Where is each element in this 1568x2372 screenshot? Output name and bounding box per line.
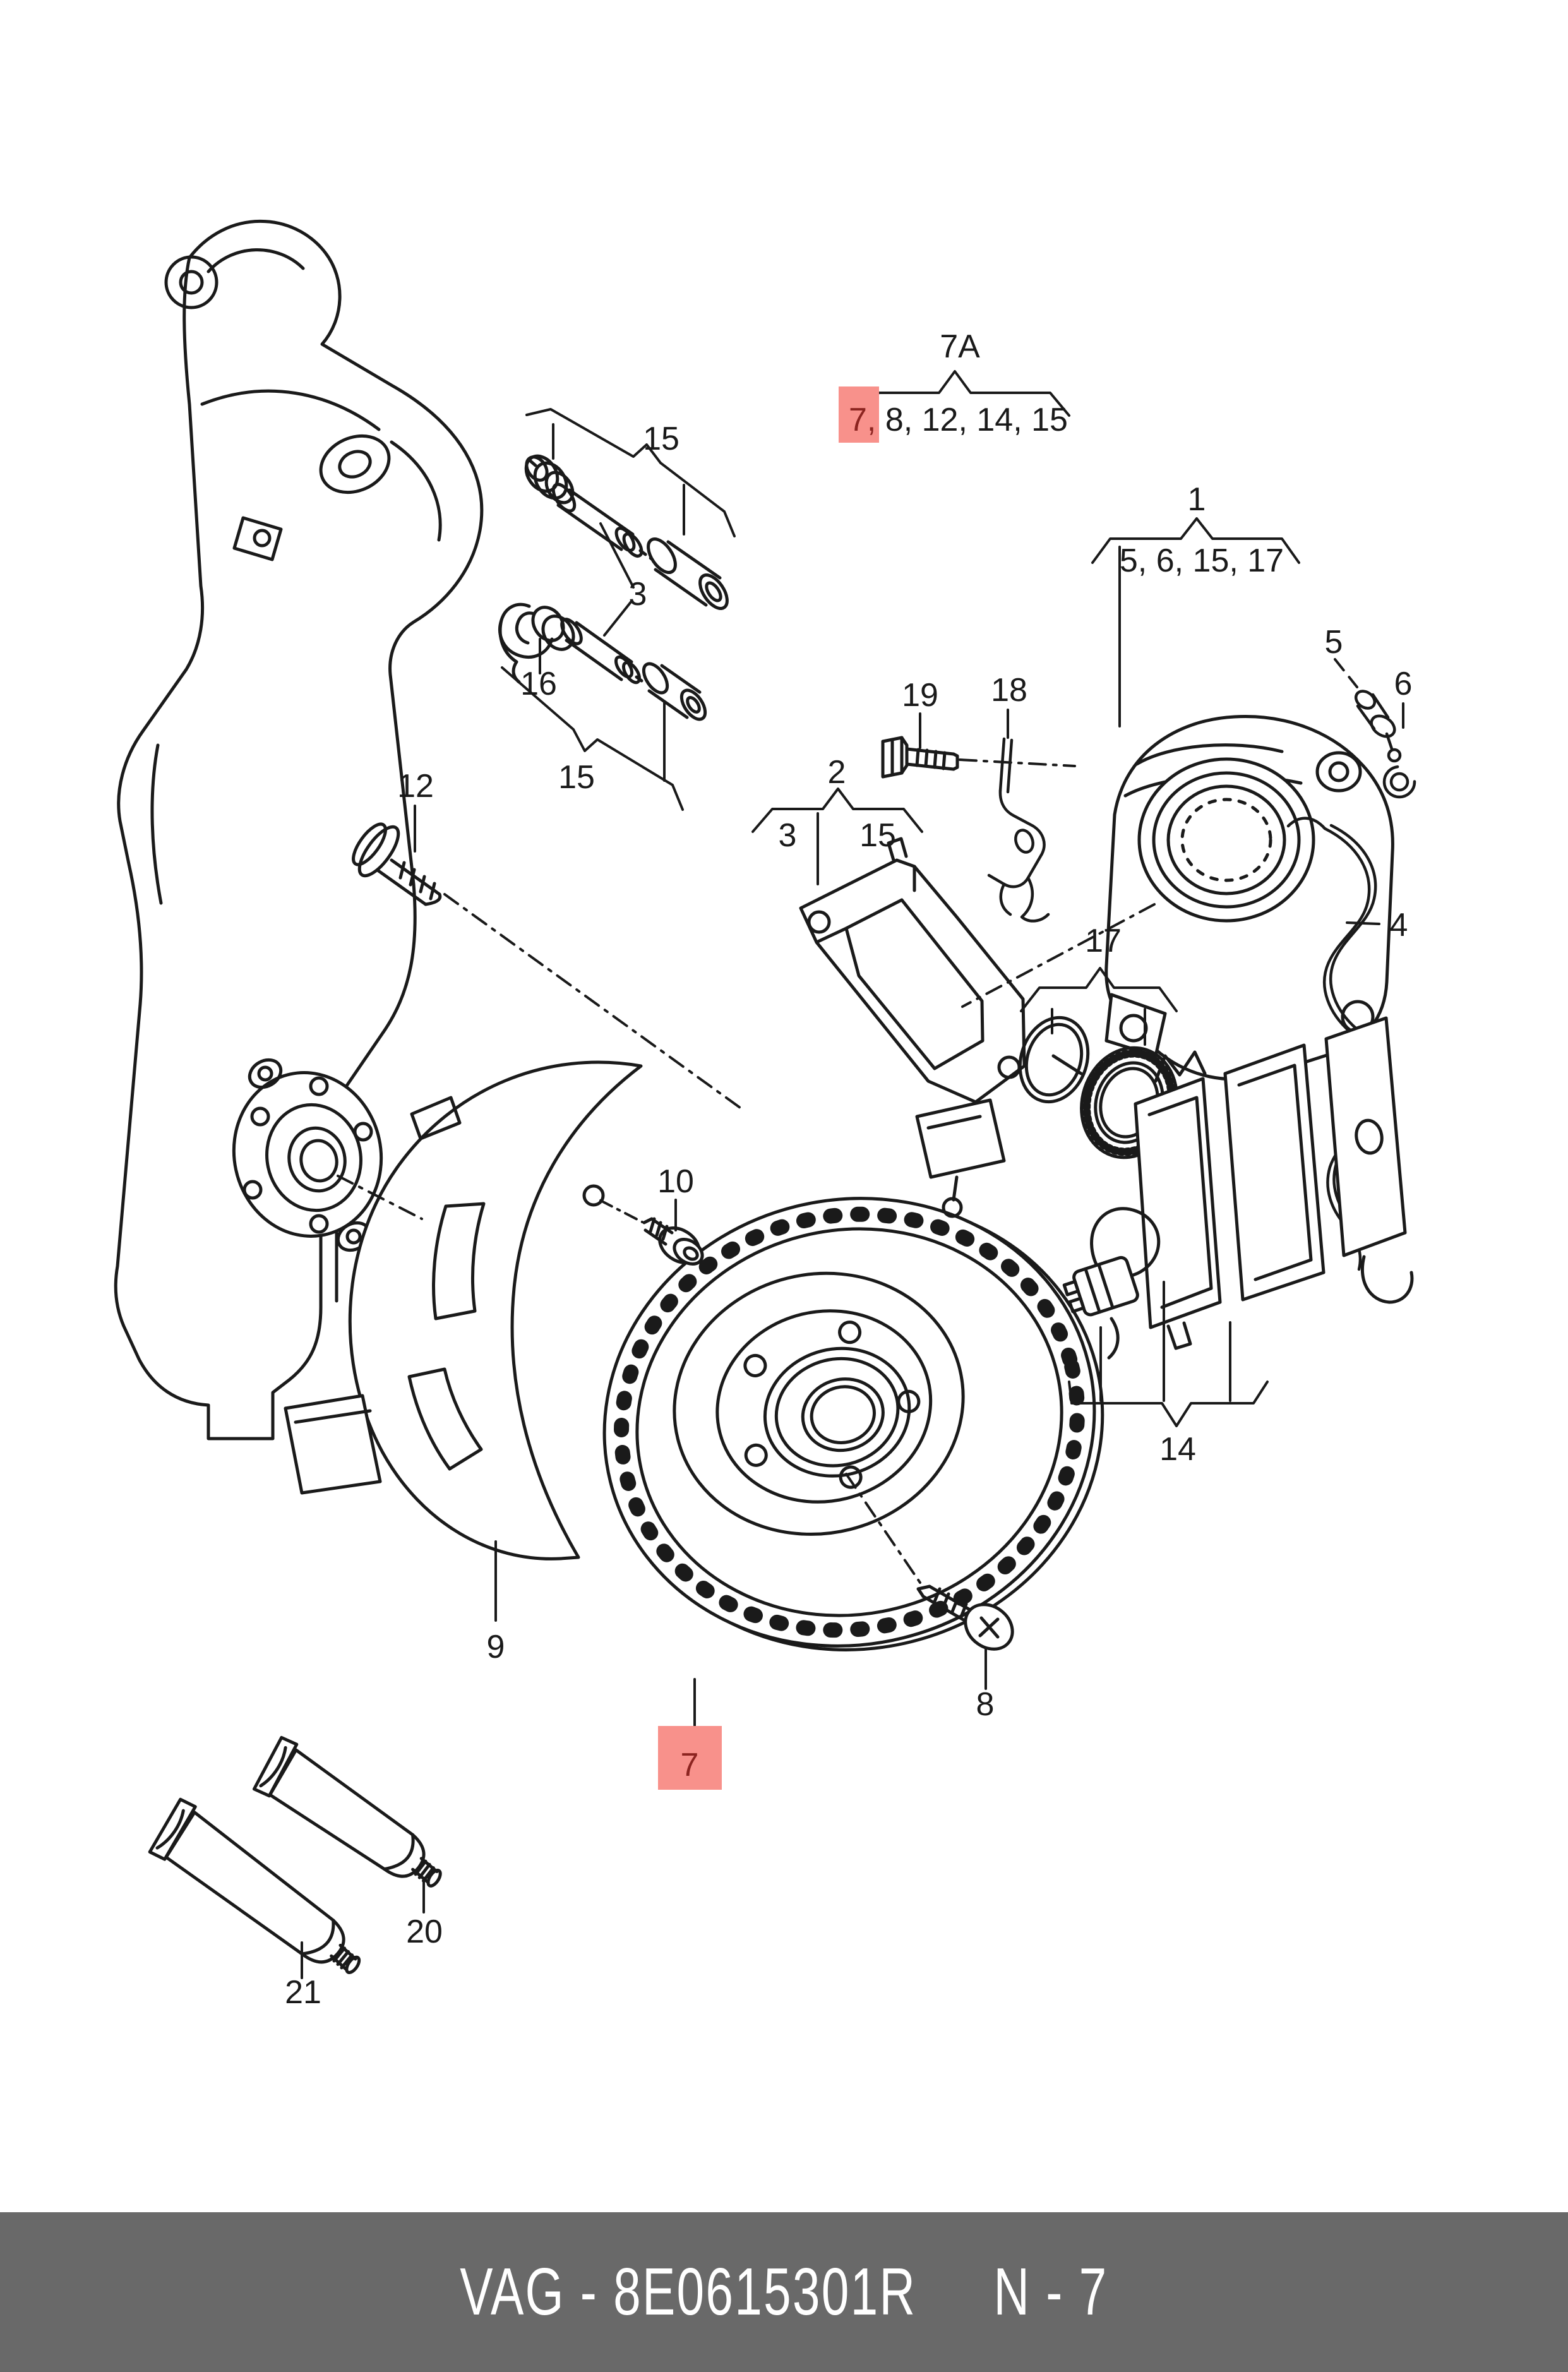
grease-tube-21-drawing — [148, 1797, 361, 1974]
bracket-14 — [1068, 1381, 1269, 1427]
screw-8-drawing — [916, 1584, 1014, 1651]
callout-19: 19 — [902, 677, 938, 714]
callout-5: 5 — [1325, 624, 1343, 661]
brake-disc-drawing — [602, 1197, 1104, 1651]
callout-9: 9 — [487, 1629, 505, 1665]
bracket-17 — [1020, 967, 1178, 1012]
page-reference: N - 7 — [993, 2255, 1108, 2329]
brake-pads-drawing — [1062, 1016, 1414, 1360]
bracket-15-mid — [501, 666, 684, 811]
bracket-18-drawing — [987, 737, 1050, 923]
grease-tube-20-drawing — [252, 1735, 442, 1888]
guide-pin-upper-drawing — [524, 454, 729, 610]
callout-12: 12 — [397, 768, 434, 805]
callout-21: 21 — [285, 1974, 321, 2011]
bolt-19-drawing — [881, 736, 959, 779]
highlight-box-7 — [658, 1726, 722, 1790]
callout-15-carrier: 15 — [859, 817, 896, 854]
callout-4: 4 — [1390, 907, 1408, 943]
footer-text: VAG - 8E0615301R N - 7 — [460, 2254, 1108, 2330]
callout-8: 8 — [976, 1686, 995, 1723]
callout-18: 18 — [991, 672, 1027, 709]
highlight-box-group-row — [839, 386, 879, 443]
callout-15-mid: 15 — [558, 759, 595, 796]
part-number: VAG - 8E0615301R — [460, 2255, 917, 2329]
callout-7: 7 — [681, 1747, 699, 1783]
footer-bar: VAG - 8E0615301R N - 7 — [0, 2212, 1568, 2372]
bracket-2 — [751, 788, 923, 833]
leader-lines — [301, 370, 1404, 1979]
callout-17: 17 — [1085, 923, 1122, 959]
bracket-1 — [1091, 517, 1300, 564]
callout-1-items: 5, 6, 15, 17 — [1120, 542, 1284, 579]
callout-16: 16 — [520, 666, 557, 702]
splash-shield-drawing — [284, 1060, 643, 1560]
steering-knuckle-drawing — [114, 219, 484, 1441]
bracket-15-top — [525, 408, 736, 537]
callout-2: 2 — [828, 754, 846, 791]
callout-group-row: 7, 8, 12, 14, 15 — [849, 402, 1068, 438]
caliper-drawing — [1104, 715, 1394, 1081]
callout-20: 20 — [406, 1914, 443, 1950]
callout-14: 14 — [1159, 1431, 1196, 1468]
callout-10: 10 — [657, 1163, 694, 1200]
guide-pin-lower-drawing — [498, 602, 707, 721]
bleeder-valve-drawing — [1354, 690, 1416, 799]
callout-7A: 7A — [940, 328, 980, 365]
callout-group-row-part-0: 7, — [849, 402, 876, 438]
caliper-carrier-drawing — [799, 837, 1026, 1218]
callout-3-carrier: 3 — [779, 817, 797, 854]
callout-1: 1 — [1188, 481, 1206, 518]
callout-15-top: 15 — [643, 421, 679, 457]
wheel-hub-drawing — [232, 1058, 383, 1252]
callout-3-pins: 3 — [629, 576, 647, 613]
bolt-12-drawing — [352, 822, 442, 906]
callout-group-row-part-1: 8, 12, 14, 15 — [876, 402, 1068, 438]
screw-10-drawing — [642, 1217, 704, 1266]
callout-6: 6 — [1394, 666, 1413, 702]
